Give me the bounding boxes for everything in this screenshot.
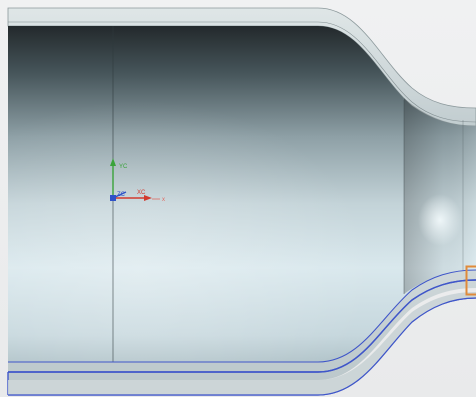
selected-edge-inner-redraw xyxy=(8,279,476,373)
triad-z-label: ZC xyxy=(117,192,126,198)
selection-box[interactable] xyxy=(465,265,476,296)
selected-edge-outer-redraw xyxy=(8,297,476,396)
wcs-triad[interactable]: YC XC ZC x xyxy=(110,158,165,203)
triad-x-ghost-marker: x xyxy=(162,197,165,203)
triad-x-label: XC xyxy=(137,190,146,196)
triad-origin xyxy=(110,195,116,201)
inner-body-glow xyxy=(8,26,476,362)
bottom-flange-face xyxy=(8,292,476,395)
selected-edge-upper[interactable] xyxy=(8,269,476,363)
shell-top-inner-edge xyxy=(8,21,476,123)
triad-y-arrowhead xyxy=(110,158,116,166)
neck-highlight xyxy=(418,194,462,246)
triad-y-label: YC xyxy=(119,164,128,170)
triad-x-arrowhead xyxy=(144,195,152,201)
outer-shell-bottom[interactable] xyxy=(8,270,476,380)
